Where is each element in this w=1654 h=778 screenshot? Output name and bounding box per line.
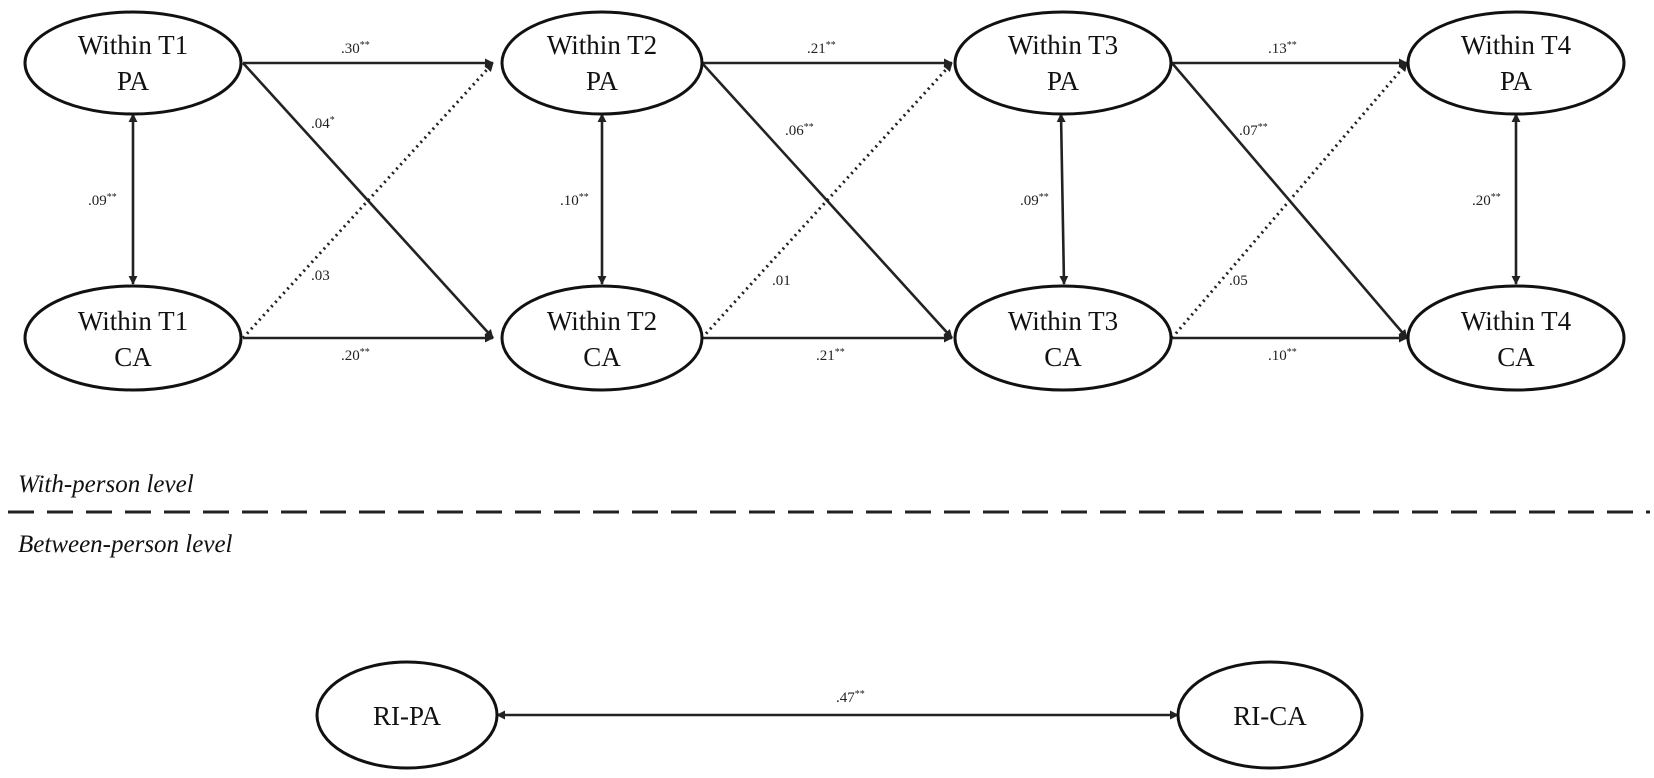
coef-value: .20 (341, 348, 360, 364)
coef-cov-t3: .09** (1020, 192, 1049, 209)
coef-value: .13 (1268, 41, 1287, 57)
node-line1: Within T2 (547, 306, 657, 336)
coef-pa-t3-t4: .13** (1268, 40, 1297, 57)
coef-sig: ** (1287, 40, 1297, 51)
coef-sig: ** (835, 347, 845, 358)
node-line2: CA (1044, 342, 1082, 372)
coef-sig: ** (1039, 192, 1049, 203)
coef-ca-t3-t4: .10** (1268, 347, 1297, 364)
node-line1: RI-PA (373, 701, 442, 731)
coef-ca-pa-t1-t2: .03 (311, 268, 330, 284)
coef-ca-pa-t2-t3: .01 (772, 273, 791, 289)
coef-value: .21 (816, 348, 835, 364)
coef-value: .09 (1020, 193, 1039, 209)
path-ca-pa-t2-t3 (700, 61, 954, 340)
coef-sig: ** (826, 40, 836, 51)
node-line1: Within T3 (1008, 306, 1118, 336)
node-line1: Within T1 (78, 306, 188, 336)
coef-pa-ca-t1-t2: .04* (311, 115, 335, 132)
path-ca-pa-t3-t4 (1170, 62, 1409, 339)
node-line2: PA (1500, 66, 1533, 96)
coef-cov-ri: .47** (836, 689, 865, 706)
coef-value: .09 (88, 193, 107, 209)
node-within-t1-ca: Within T1 CA (23, 284, 243, 392)
node-line1: Within T4 (1461, 306, 1572, 336)
path-ca-pa-t1-t2 (241, 61, 495, 340)
node-line2: CA (1497, 342, 1535, 372)
node-within-t4-ca: Within T4 CA (1406, 284, 1626, 392)
coef-sig: ** (804, 122, 814, 133)
coef-value: .20 (1472, 193, 1491, 209)
coef-pa-ca-t2-t3: .06** (785, 122, 814, 139)
cov-t3 (1056, 113, 1069, 285)
node-line1: Within T1 (78, 30, 188, 60)
coef-sig: ** (360, 40, 370, 51)
coef-sig: ** (360, 347, 370, 358)
coef-value: .47 (836, 690, 855, 706)
coef-value: .30 (341, 41, 360, 57)
coef-pa-t1-t2: .30** (341, 40, 370, 57)
node-line1: RI-CA (1233, 701, 1307, 731)
coef-pa-t2-t3: .21** (807, 40, 836, 57)
node-line2: PA (1047, 66, 1080, 96)
node-line2: PA (586, 66, 619, 96)
coef-value: .05 (1229, 273, 1248, 289)
coef-value: .04 (311, 116, 330, 132)
node-ri-pa: RI-PA (315, 660, 499, 770)
node-line1: Within T2 (547, 30, 657, 60)
node-within-t1-pa: Within T1 PA (23, 10, 243, 116)
node-line2: CA (583, 342, 621, 372)
path-pa-ca-t2-t3 (701, 62, 953, 339)
node-line1: Within T4 (1461, 30, 1572, 60)
coef-sig: ** (107, 192, 117, 203)
coef-value: .10 (1268, 348, 1287, 364)
level-label-between: Between-person level (18, 531, 233, 558)
coef-cov-t2: .10** (560, 192, 589, 209)
coef-sig: ** (855, 689, 865, 700)
node-line2: PA (117, 66, 150, 96)
node-within-t2-ca: Within T2 CA (500, 284, 704, 392)
node-within-t4-pa: Within T4 PA (1406, 10, 1626, 116)
node-line1: Within T3 (1008, 30, 1118, 60)
coef-ca-pa-t3-t4: .05 (1229, 273, 1248, 289)
path-pa-ca-t1-t2 (242, 62, 494, 339)
coef-sig: * (330, 115, 335, 126)
node-within-t2-pa: Within T2 PA (500, 10, 704, 116)
coef-value: .10 (560, 193, 579, 209)
coef-sig: ** (1287, 347, 1297, 358)
node-line2: CA (114, 342, 152, 372)
coef-ca-t1-t2: .20** (341, 347, 370, 364)
coef-cov-t4: .20** (1472, 192, 1501, 209)
coef-value: .03 (311, 268, 330, 284)
coef-cov-t1: .09** (88, 192, 117, 209)
coef-sig: ** (1258, 122, 1268, 133)
coef-value: .06 (785, 123, 804, 139)
level-label-within: With-person level (18, 471, 194, 498)
coef-value: .01 (772, 273, 791, 289)
coef-value: .21 (807, 41, 826, 57)
coef-sig: ** (1491, 192, 1501, 203)
coef-sig: ** (579, 192, 589, 203)
node-within-t3-pa: Within T3 PA (953, 10, 1173, 116)
node-within-t3-ca: Within T3 CA (953, 284, 1173, 392)
node-ri-ca: RI-CA (1176, 660, 1364, 770)
coef-pa-ca-t3-t4: .07** (1239, 122, 1268, 139)
coef-ca-t2-t3: .21** (816, 347, 845, 364)
coef-value: .07 (1239, 123, 1258, 139)
